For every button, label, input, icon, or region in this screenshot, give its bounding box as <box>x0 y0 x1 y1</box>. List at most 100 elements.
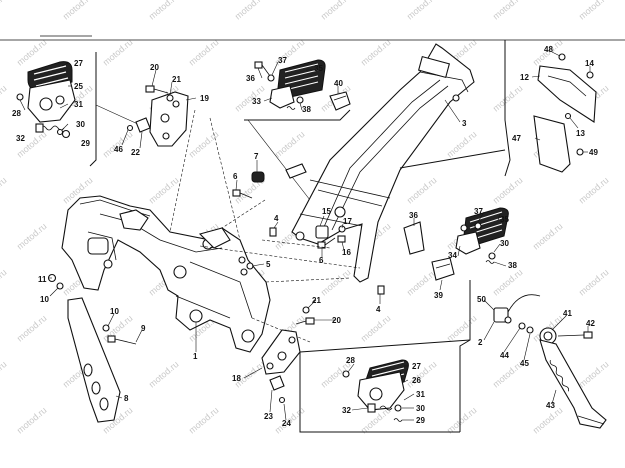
label-32-top: 32 <box>16 134 25 143</box>
bolt-9 <box>107 335 137 345</box>
label-28-bottom: 28 <box>346 356 355 365</box>
label-37-top: 37 <box>278 56 287 65</box>
label-8: 8 <box>124 394 129 403</box>
side-stand <box>539 339 607 429</box>
label-23: 23 <box>264 412 273 421</box>
watermark-text: motod.ru <box>359 313 393 343</box>
watermark-text: motod.ru <box>233 83 267 113</box>
watermark-text: motod.ru <box>359 37 393 67</box>
washer-right-36 <box>460 224 468 232</box>
watermark-text: motod.ru <box>577 175 611 205</box>
label-27-bottom: 27 <box>412 362 421 371</box>
bolt-16 <box>337 235 346 243</box>
label-6-center: 6 <box>319 256 324 265</box>
watermark-text: motod.ru <box>405 359 439 389</box>
rubber-block-top <box>329 91 351 111</box>
footrest-peg-top-center <box>269 85 295 109</box>
label-5: 5 <box>266 260 271 269</box>
bolt-28-bottom <box>342 370 350 378</box>
clip-30-right <box>488 252 496 260</box>
label-4-right: 4 <box>376 305 381 314</box>
watermark-text: motod.ru <box>577 0 611 22</box>
label-30-bottom: 30 <box>416 404 425 413</box>
label-31-bottom: 31 <box>416 390 425 399</box>
label-10-lower: 10 <box>110 307 119 316</box>
washer-21-bottom <box>302 306 310 314</box>
watermark-text: motod.ru <box>531 221 565 251</box>
watermark-text: motod.ru <box>15 313 49 343</box>
spring-31-bottom <box>379 405 393 411</box>
watermark-text: motod.ru <box>101 37 135 67</box>
label-22: 22 <box>131 148 140 157</box>
right-top-box-leader <box>399 149 506 169</box>
label-30-top: 30 <box>76 120 85 129</box>
label-18: 18 <box>232 374 241 383</box>
screw-bracket-small <box>126 124 134 132</box>
watermark-text: motod.ru <box>491 0 525 22</box>
watermark-text: motod.ru <box>319 0 353 22</box>
bolt-bracket-left <box>145 85 169 94</box>
label-2: 2 <box>478 338 483 347</box>
label-32-bottom: 32 <box>342 406 351 415</box>
watermark-text: motod.ru <box>491 83 525 113</box>
label-35-right: 35 <box>500 215 509 224</box>
watermark-text: motod.ru <box>577 359 611 389</box>
spring-top-center <box>286 106 296 110</box>
watermark-text: motod.ru <box>273 129 307 159</box>
footrest-peg-right <box>455 231 481 255</box>
clip-top-center <box>296 96 304 104</box>
watermark-text: motod.ru <box>491 175 525 205</box>
label-19: 19 <box>200 94 209 103</box>
label-leaders <box>19 51 591 421</box>
label-15: 15 <box>322 207 331 216</box>
label-21-bottom: 21 <box>312 296 321 305</box>
footrest-clip-top-left <box>61 129 71 139</box>
label-47: 47 <box>512 134 521 143</box>
label-11: 11 <box>38 275 47 284</box>
screw-14 <box>586 71 594 79</box>
label-45: 45 <box>520 359 529 368</box>
label-33: 33 <box>252 97 261 106</box>
label-31-top: 31 <box>74 100 83 109</box>
side-stand-box-frame <box>459 280 471 432</box>
label-1: 1 <box>193 352 198 361</box>
bolt-6-center <box>317 237 336 249</box>
label-20-top: 20 <box>150 63 159 72</box>
bracket-36-right <box>403 221 425 255</box>
watermark-text: motod.ru <box>405 175 439 205</box>
footrest-washer-top-left <box>56 128 64 136</box>
watermark-text: motod.ru <box>15 221 49 251</box>
watermark-text: motod.ru <box>405 0 439 22</box>
label-7: 7 <box>254 152 259 161</box>
footrest-pin-top-left <box>35 123 44 133</box>
label-3: 3 <box>462 119 467 128</box>
watermark-text: motod.ru <box>147 0 181 22</box>
label-42: 42 <box>586 319 595 328</box>
number-plate-47 <box>533 115 571 173</box>
bolt-top-center <box>254 61 271 77</box>
pin-32-bottom <box>367 403 376 413</box>
watermark-text: motod.ru <box>147 359 181 389</box>
label-12: 12 <box>520 73 529 82</box>
screw-48 <box>558 53 566 61</box>
clip-30-bottom <box>394 404 402 412</box>
label-16: 16 <box>342 248 351 257</box>
label-48: 48 <box>544 45 553 54</box>
watermark-text: motod.ru <box>15 37 49 67</box>
watermark-text: motod.ru <box>147 175 181 205</box>
footrest-bracket-left <box>149 91 189 147</box>
watermark-text: motod.ru <box>0 0 9 22</box>
label-41: 41 <box>563 309 572 318</box>
bolt-20-bottom <box>295 317 315 325</box>
label-36-right: 36 <box>409 211 418 220</box>
label-39: 39 <box>434 291 443 300</box>
label-49: 49 <box>589 148 598 157</box>
label-35-top: 35 <box>314 64 323 73</box>
label-38-right: 38 <box>508 261 517 270</box>
screw-24 <box>278 396 286 404</box>
pin-37-right <box>474 222 482 230</box>
watermark-text: motod.ru <box>577 267 611 297</box>
washer-29-bottom <box>393 418 403 422</box>
